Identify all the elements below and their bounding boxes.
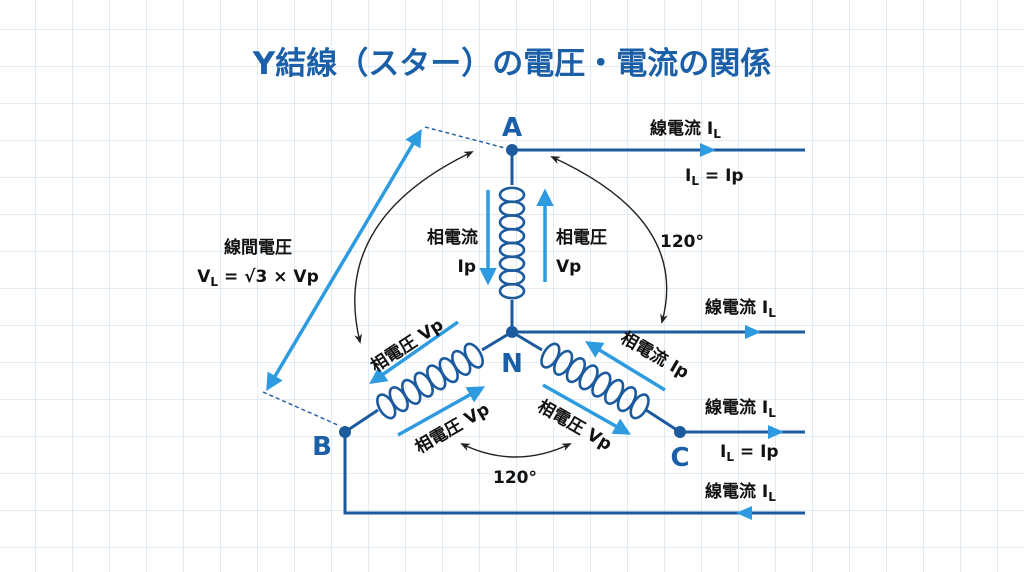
node-b-label: B <box>312 432 332 462</box>
il-equals-ip-a: IL = Ip <box>685 166 744 188</box>
dashed-guides <box>262 126 506 427</box>
node-c-label: C <box>670 443 689 473</box>
il-equals-ip-c: IL = Ip <box>720 442 779 464</box>
coil-b-loop <box>376 393 397 420</box>
angle-arc-right <box>550 156 668 324</box>
phase-current-arrow-c <box>585 341 666 392</box>
node-a-label: A <box>502 113 522 143</box>
arrow-right-icon <box>700 143 716 157</box>
arrow-right-icon <box>768 425 784 439</box>
angle-arc-left <box>354 151 474 344</box>
page-title: Y結線（スター）の電圧・電流の関係 <box>252 46 771 82</box>
line-voltage-formula: VL = √3 × Vp <box>197 267 318 289</box>
angle-label-bottom: 120° <box>493 468 537 488</box>
line-current-label-b: 線電流 IL <box>705 481 776 504</box>
node-n-label: N <box>501 349 523 379</box>
phase-voltage-label: 相電圧 <box>556 227 607 248</box>
line-voltage-label: 線間電圧 <box>224 237 292 258</box>
node-dots <box>339 144 686 438</box>
wires <box>343 148 805 515</box>
coil-c-loop <box>629 393 650 420</box>
coils <box>376 186 650 420</box>
arrow-right-icon <box>745 325 761 339</box>
phase-voltage-arrow-b-lower <box>397 386 486 437</box>
phase-voltage-arrow-c <box>542 383 632 435</box>
line-current-label-c: 線電流 IL <box>705 397 776 420</box>
line-current-label-n: 線電流 IL <box>705 297 776 320</box>
line-current-label-a: 線電流 IL <box>650 118 721 141</box>
arrow-left-icon <box>736 506 752 520</box>
angle-arc-bottom <box>460 443 572 458</box>
coil-a-loop <box>498 282 526 300</box>
line-current-arrows <box>700 143 784 520</box>
angle-label-right: 120° <box>660 232 704 252</box>
phase-voltage-symbol: Vp <box>556 257 581 277</box>
phase-current-symbol: Ip <box>458 257 477 277</box>
phase-current-label: 相電流 <box>427 227 478 248</box>
